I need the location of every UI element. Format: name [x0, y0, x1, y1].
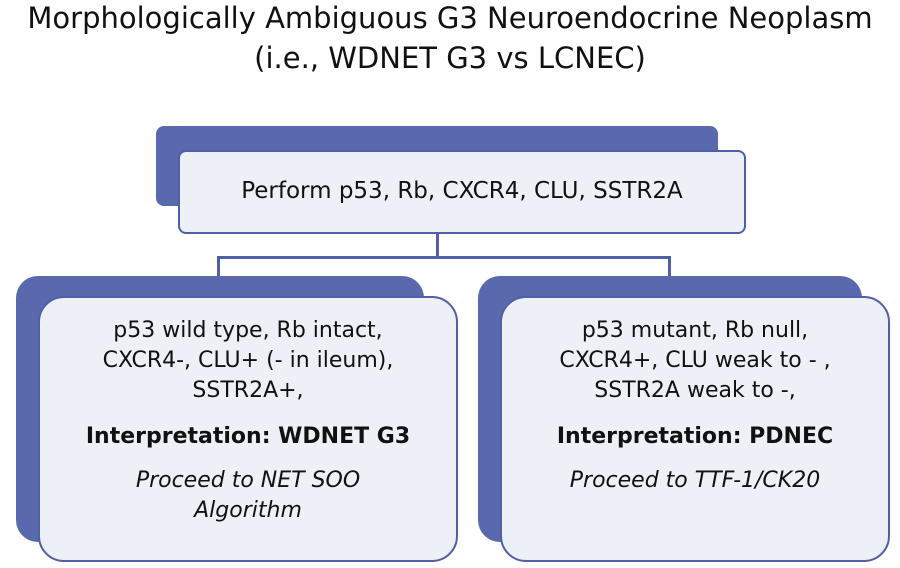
left-node-line-2: CXCR4-, CLU+ (- in ileum),: [102, 348, 394, 373]
left-node-next-step-line-2: Algorithm: [194, 498, 302, 523]
right-node-interpretation: Interpretation: PDNEC: [556, 424, 834, 449]
connector-left-drop: [217, 256, 220, 276]
left-node-next-step-line-1: Proceed to NET SOO: [135, 468, 361, 493]
right-node-next-step-line-1: Proceed to TTF-1/CK20: [569, 468, 821, 493]
right-node-line-2: CXCR4+, CLU weak to - ,: [559, 348, 831, 373]
left-node-line-1: p53 wild type, Rb intact,: [113, 318, 383, 343]
right-node-line-1: p53 mutant, Rb null,: [581, 318, 809, 343]
connector-horizontal: [217, 256, 671, 259]
connector-top-stem: [436, 234, 439, 258]
left-node-interpretation: Interpretation: WDNET G3: [85, 424, 411, 449]
top-node-text: Perform p53, Rb, CXCR4, CLU, SSTR2A: [241, 178, 683, 204]
right-node-pdnec: p53 mutant, Rb null, CXCR4+, CLU weak to…: [500, 296, 890, 562]
top-node: Perform p53, Rb, CXCR4, CLU, SSTR2A: [178, 150, 746, 234]
diagram-title-line-2: (i.e., WDNET G3 vs LCNEC): [254, 41, 646, 75]
left-node-line-3: SSTR2A+,: [192, 378, 304, 403]
right-node-line-3: SSTR2A weak to -,: [594, 378, 796, 403]
diagram-title-line-1: Morphologically Ambiguous G3 Neuroendocr…: [27, 1, 873, 35]
left-node-wdnet: p53 wild type, Rb intact, CXCR4-, CLU+ (…: [38, 296, 458, 562]
connector-right-drop: [668, 256, 671, 276]
